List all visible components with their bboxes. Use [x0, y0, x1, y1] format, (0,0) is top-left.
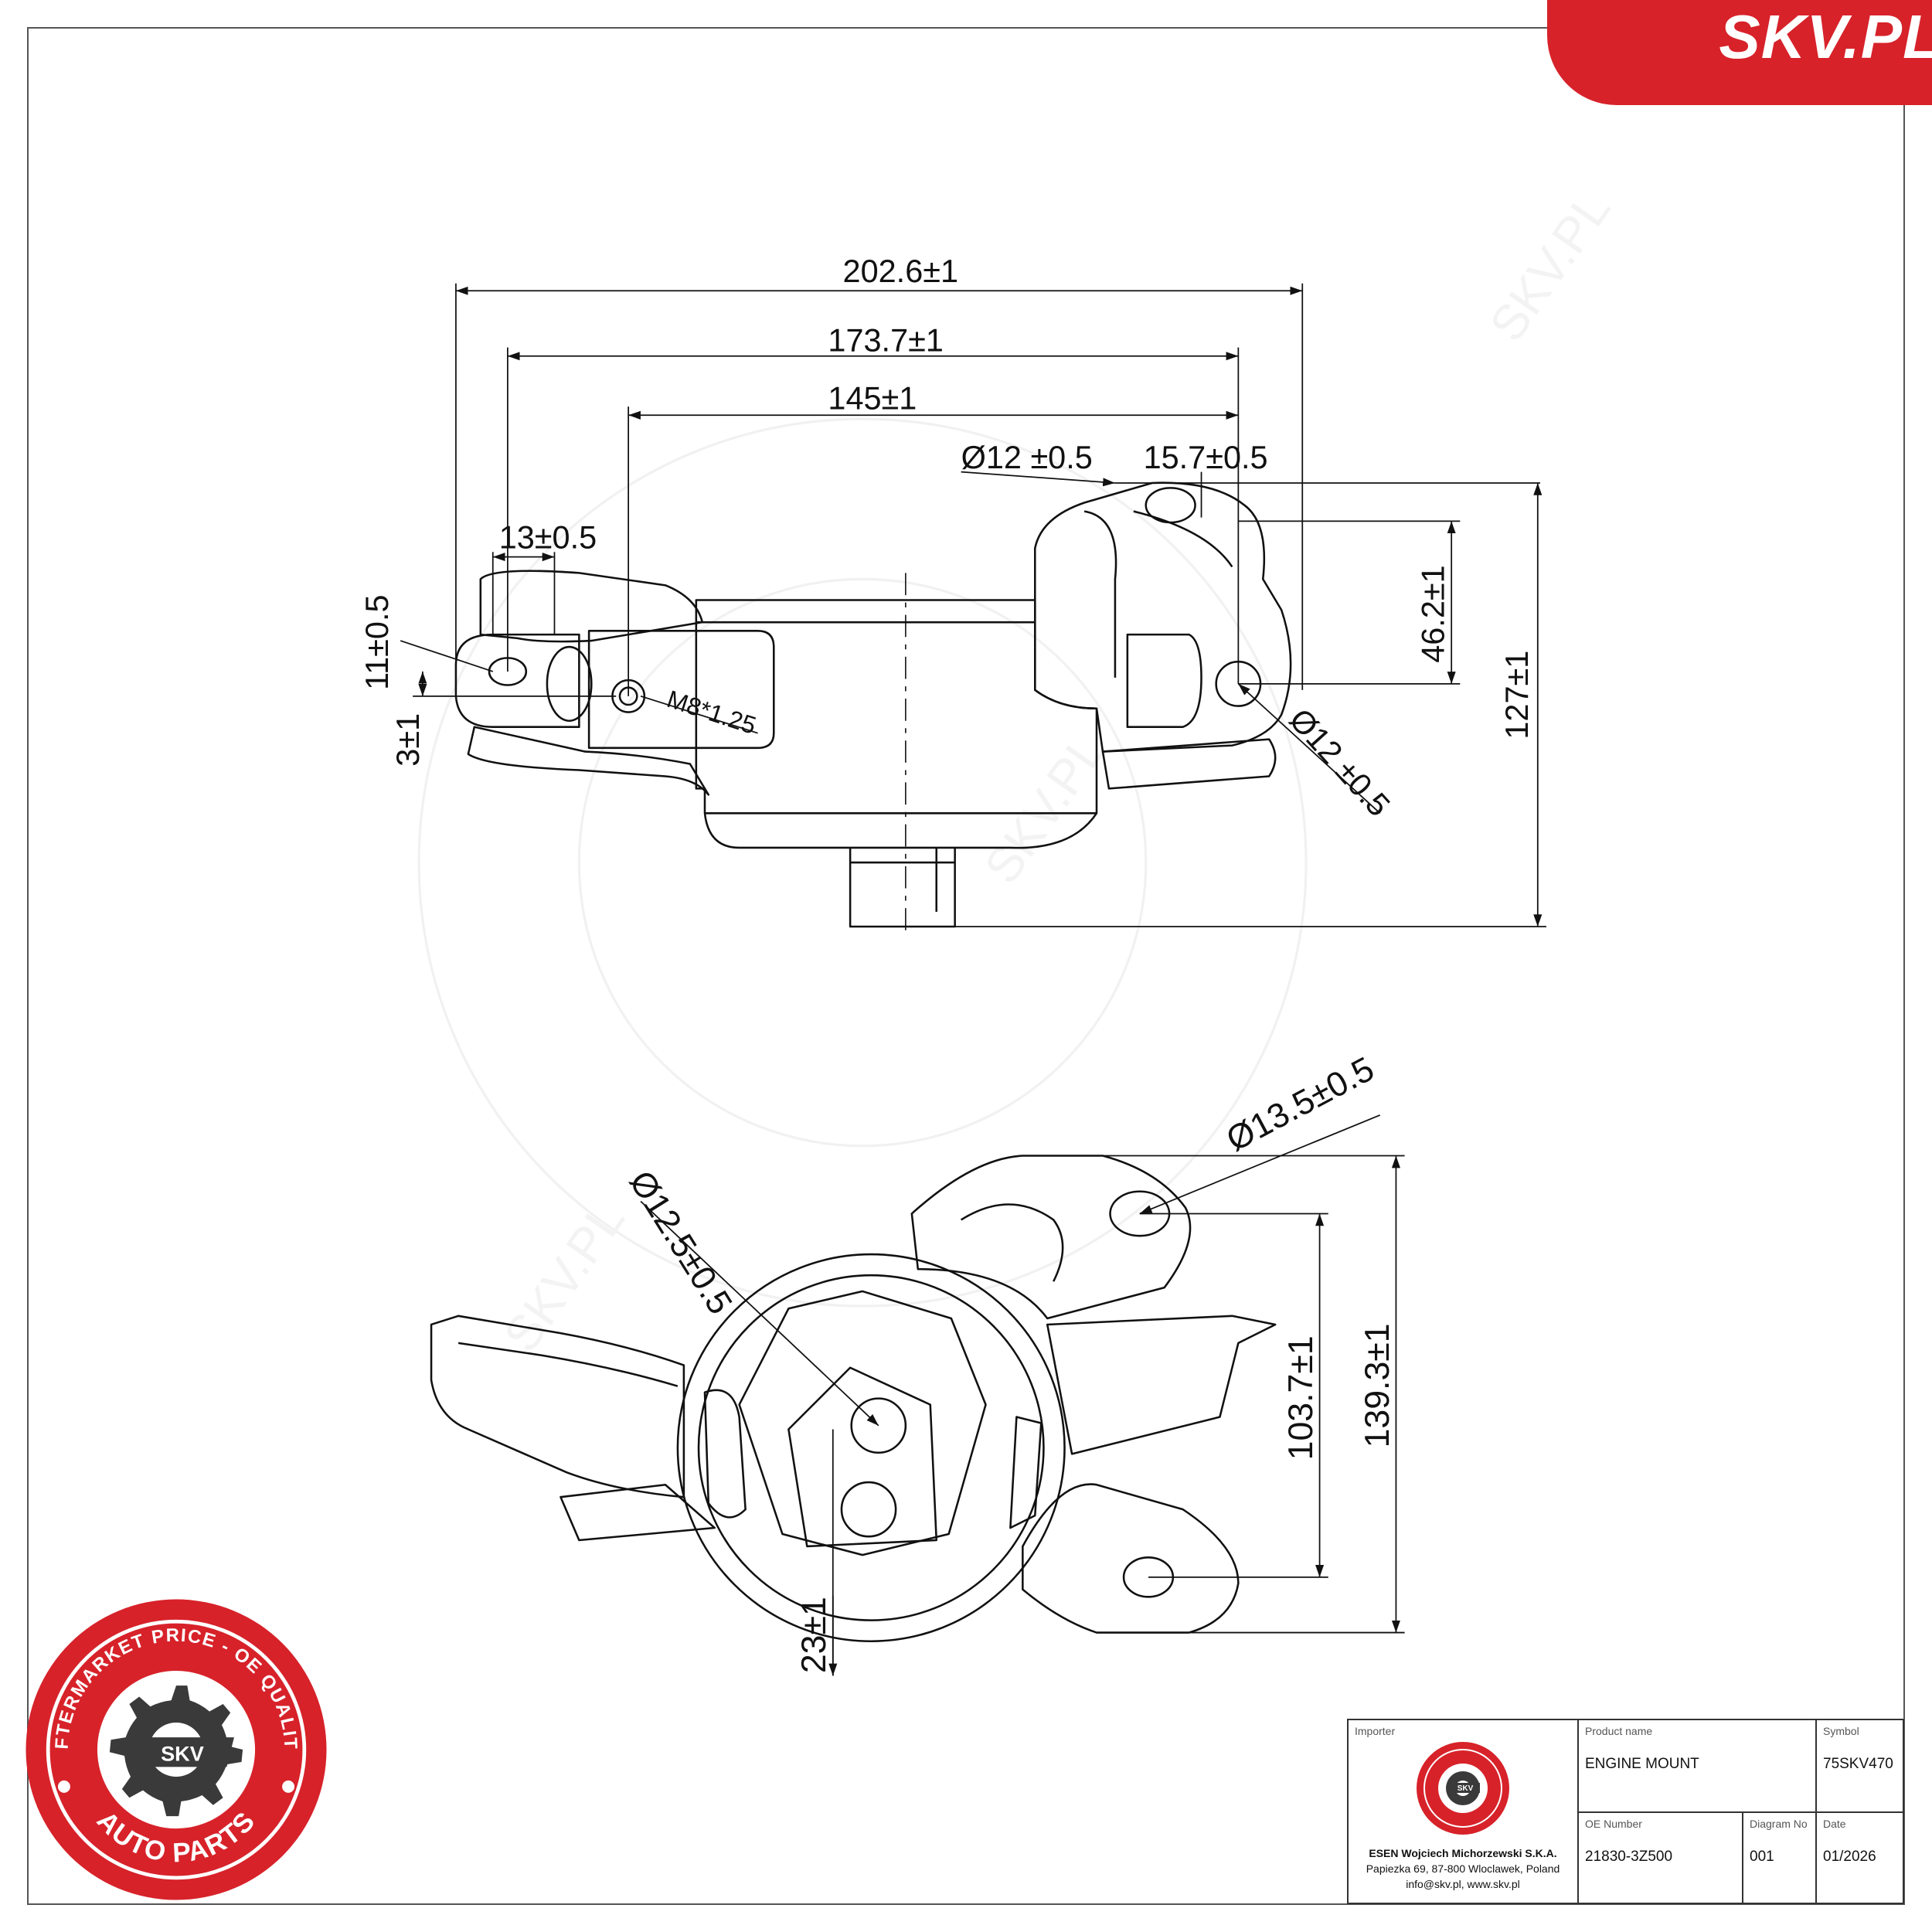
seal-inner-ring: [46, 1619, 307, 1880]
dim-thread: M8*1.25: [664, 685, 760, 740]
brand-site-label: SKV.PL: [1719, 2, 1932, 71]
bushing-pocket-right: [1009, 1416, 1043, 1529]
dim-right-hole-dia: Ø12 ±0.5: [1282, 701, 1397, 823]
date-cell: Date 01/2026: [1815, 1811, 1903, 1903]
left-bracket-lower: [467, 726, 710, 796]
dim-ear-width: 13±0.5: [499, 519, 597, 556]
importer-caption: Importer: [1355, 1725, 1396, 1737]
importer-contact: info@skv.pl, www.skv.pl: [1406, 1878, 1520, 1890]
thread-boss-ring: [546, 645, 593, 722]
dim-top-offset: 15.7±0.5: [1144, 439, 1268, 475]
leader-left-hole-height: [400, 640, 494, 672]
importer-seal-badge: [1451, 1783, 1480, 1793]
seal-dot-left: [57, 1780, 70, 1793]
stud: [849, 847, 956, 928]
bushing-ring: [697, 1274, 1045, 1621]
bushing-hexcore: [787, 1366, 938, 1548]
left-flange-inner: [457, 1342, 679, 1387]
bushing-core: [738, 1290, 987, 1556]
diagram-no-caption: Diagram No: [1750, 1818, 1808, 1830]
oe-number: 21830-3Z500: [1585, 1849, 1673, 1865]
dim-overall-width: 202.6±1: [843, 253, 958, 289]
symbol-value: 75SKV470: [1823, 1756, 1893, 1772]
product-name-caption: Product name: [1585, 1725, 1653, 1737]
importer-name: ESEN Wojciech Michorzewski S.K.A.: [1369, 1847, 1557, 1859]
top-view-labels: Ø13.5±0.5 Ø12.5±0.5 103.7±1 139.3±1 23±1: [622, 1050, 1396, 1674]
dim-bush-dia: Ø12.5±0.5: [622, 1165, 740, 1321]
seal-ring-text: AFTERMARKET PRICE - OE QUALITY: [0, 0, 301, 1750]
importer-cell: Importer SKV ESEN Wojciech Michorzewski …: [1349, 1720, 1577, 1903]
thread-boss: [587, 630, 775, 750]
right-top-hole: [1145, 487, 1196, 524]
symbol-cell: Symbol 75SKV470: [1815, 1720, 1903, 1811]
dim-left-hole-dia: Ø12 ±0.5: [961, 439, 1093, 475]
importer-seal: SKV: [1417, 1742, 1509, 1835]
upper-ear: [910, 1155, 1192, 1320]
leader-thread: [640, 695, 758, 734]
dim-upper-height: 46.2±1: [1415, 565, 1451, 662]
date-caption: Date: [1823, 1818, 1846, 1830]
importer-seal-ring: [1423, 1749, 1502, 1828]
left-bracket: [479, 570, 704, 643]
core-hole-lower: [840, 1481, 897, 1538]
bushing-pocket-left: [703, 1389, 747, 1519]
right-flange: [1046, 1315, 1277, 1455]
dim-hole-height: 103.7±1: [1282, 1335, 1320, 1460]
seal-ring-text-path: AFTERMARKET PRICE - OE QUALITY: [0, 0, 300, 1750]
importer-address: Papiezka 69, 87-800 Wloclawek, Poland: [1366, 1862, 1560, 1875]
leader-right-hole-dia: [1237, 683, 1381, 814]
dim-left-offset: 3±1: [389, 713, 426, 767]
watermark-text: SKV.PL: [1479, 182, 1621, 351]
dim-inner-span: 145±1: [828, 379, 917, 416]
importer-address-block: ESEN Wojciech Michorzewski S.K.A. Papiez…: [1349, 1845, 1577, 1892]
diagram-no-cell: Diagram No 001: [1742, 1811, 1815, 1903]
brand-tab: SKV.PL: [1547, 0, 1932, 105]
right-bracket-lower: [1101, 738, 1277, 790]
leader-left-hole-dia: [961, 471, 1115, 487]
dim-hole-span: 173.7±1: [828, 321, 943, 358]
lower-ear: [1022, 1483, 1240, 1634]
dim-total-height: 139.3±1: [1359, 1323, 1396, 1447]
symbol-caption: Symbol: [1823, 1725, 1859, 1737]
bushing-outer: [676, 1253, 1066, 1642]
leader-big-hole-dia: [1139, 1114, 1381, 1215]
left-flange: [430, 1315, 685, 1498]
product-name-cell: Product name ENGINE MOUNT: [1577, 1720, 1815, 1811]
top-view: [430, 1155, 1277, 1642]
oe-number-caption: OE Number: [1585, 1818, 1642, 1830]
watermark-gear-hub: [577, 577, 1148, 1148]
right-inner-boss: [1126, 633, 1202, 728]
left-tab: [560, 1483, 716, 1542]
sheet-frame: [27, 27, 1905, 1905]
side-view-dimensions: [400, 283, 1546, 927]
upper-ear-rib: [960, 1203, 1064, 1282]
title-block: Importer SKV ESEN Wojciech Michorzewski …: [1347, 1719, 1904, 1904]
importer-seal-badge-text: SKV: [1458, 1784, 1474, 1793]
left-bracket-ear: [454, 633, 580, 728]
product-name: ENGINE MOUNT: [1585, 1756, 1699, 1772]
top-view-dimensions: [640, 1114, 1405, 1676]
seal-badge-text: SKV: [161, 1741, 204, 1765]
leader-bush-dia: [640, 1200, 879, 1427]
side-view: [454, 481, 1292, 937]
right-bracket: [1034, 481, 1292, 753]
dim-left-hole-height: 11±0.5: [359, 594, 395, 689]
dim-total-height: 127±1: [1498, 651, 1535, 740]
diagram-no: 001: [1750, 1849, 1774, 1865]
right-bracket-arm: [1083, 510, 1233, 678]
skv-seal: SKV AFTERMARKET PRICE - OE QUALITY AUTO …: [0, 0, 327, 1900]
seal-dot-right: [282, 1780, 295, 1793]
oe-number-cell: OE Number 21830-3Z500: [1577, 1811, 1742, 1903]
dim-big-hole-dia: Ø13.5±0.5: [1220, 1050, 1380, 1159]
side-view-labels: 202.6±1 173.7±1 145±1 Ø12 ±0.5 15.7±0.5 …: [359, 253, 1535, 823]
watermark-text: SKV.PL: [974, 724, 1116, 893]
watermark-text: SKV.PL: [493, 1192, 635, 1361]
dim-bottom-offset: 23±1: [795, 1597, 833, 1673]
date-value: 01/2026: [1823, 1849, 1876, 1865]
seal-badge: [138, 1737, 234, 1767]
core-hole-upper: [850, 1397, 907, 1454]
